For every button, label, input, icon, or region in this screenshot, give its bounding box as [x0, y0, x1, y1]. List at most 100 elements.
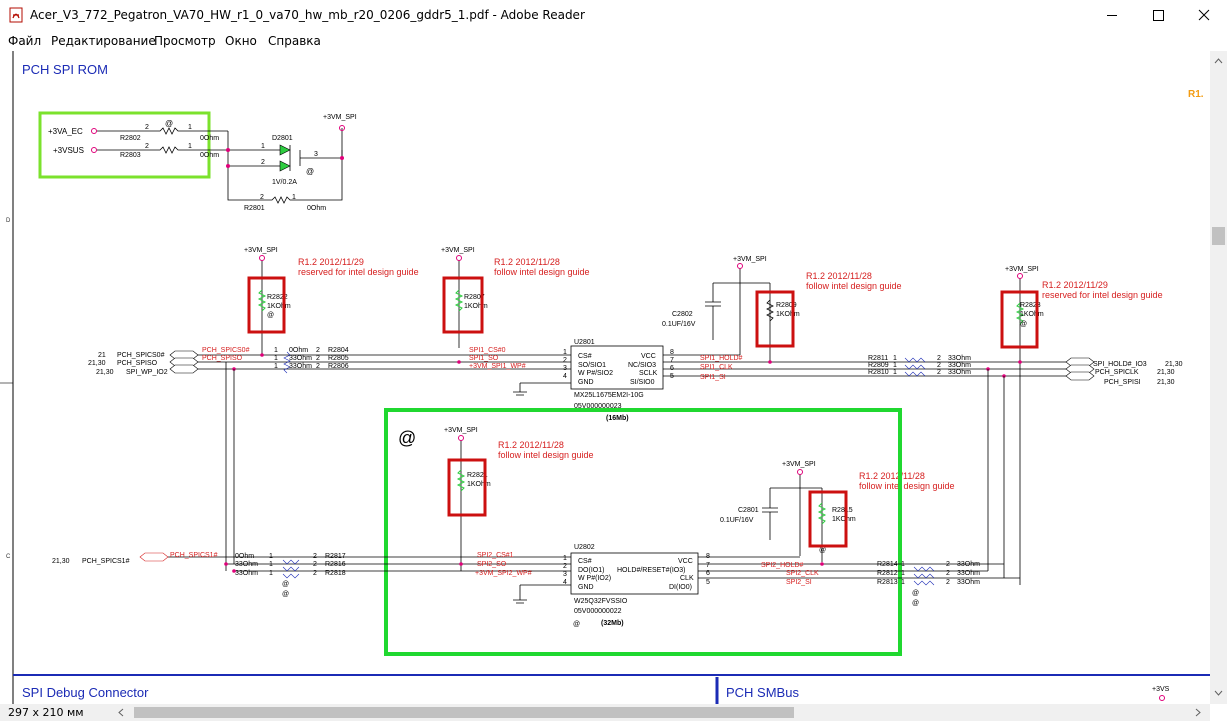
- value-label: 1V/0.2A: [272, 179, 297, 186]
- scroll-up-icon: [1214, 58, 1223, 64]
- pin-label: NC/SIO3: [628, 362, 656, 369]
- net-label: SPI1_SI: [700, 374, 726, 381]
- value-label: 0.1UF/16V: [662, 321, 696, 328]
- svg-text:8: 8: [706, 553, 710, 560]
- at-marker: @: [819, 547, 826, 554]
- highlight-box: [38, 111, 211, 179]
- menu-file[interactable]: Файл: [8, 34, 42, 48]
- rev-note: R1.2 2012/11/28: [498, 440, 564, 450]
- rev-note: follow intel design guide: [859, 481, 955, 491]
- vertical-scrollbar[interactable]: [1210, 51, 1227, 704]
- rev-note: R1.2 2012/11/29: [298, 257, 364, 267]
- value-label: 33Ohm: [957, 561, 980, 568]
- net-label: SPI1_CS#0: [469, 347, 506, 354]
- svg-text:1: 1: [893, 369, 897, 376]
- net-label: PCH_SPISO: [117, 360, 158, 367]
- net-label: SPI1_HOLD#: [700, 355, 743, 362]
- at-marker: @: [165, 119, 173, 128]
- svg-text:1: 1: [893, 355, 897, 362]
- part-label: W25Q32FVSSIO: [574, 598, 628, 605]
- ref-label: R2813: [877, 579, 898, 586]
- part-label: (32Mb): [601, 620, 624, 627]
- minimize-button[interactable]: [1089, 0, 1135, 31]
- ref-label: U2801: [574, 339, 595, 346]
- svg-text:8: 8: [670, 349, 674, 356]
- svg-text:2: 2: [937, 362, 941, 369]
- net-label: PCH_SPICS1#: [82, 558, 130, 565]
- svg-text:C: C: [6, 554, 11, 560]
- status-bar: 297 x 210 мм: [0, 704, 108, 721]
- rev-note: R1.2 2012/11/28: [494, 257, 560, 267]
- page-ref: 21: [98, 352, 106, 359]
- pin-label: DO(IO1): [578, 567, 604, 574]
- scroll-thumb: [1212, 227, 1225, 245]
- menu-view[interactable]: Просмотр: [154, 34, 216, 48]
- smbus-section-title: PCH SMBus: [726, 685, 799, 700]
- net-label: +3VS: [1152, 686, 1170, 693]
- net-label: SPI2_SO: [477, 561, 507, 568]
- part-label: 05V000000022: [574, 608, 622, 615]
- value-label: 33Ohm: [957, 579, 980, 586]
- value-label: 1KOhm: [464, 303, 488, 310]
- svg-text:1: 1: [292, 194, 296, 201]
- svg-text:7: 7: [670, 357, 674, 364]
- net-label: SPI_HOLD#_IO3: [1093, 361, 1147, 368]
- value-label: 33Ohm: [235, 570, 258, 577]
- net-label: SPI2_CS#1: [477, 552, 514, 559]
- scroll-down-icon: [1214, 690, 1223, 696]
- value-label: 33Ohm: [957, 570, 980, 577]
- at-marker: @: [1020, 321, 1027, 328]
- svg-text:1: 1: [274, 363, 278, 370]
- svg-text:2: 2: [261, 159, 265, 166]
- net-label: PCH_SPISI: [1104, 379, 1141, 386]
- rev-note: follow intel design guide: [806, 281, 902, 291]
- svg-text:1: 1: [269, 561, 273, 568]
- menu-window[interactable]: Окно: [225, 34, 257, 48]
- rev-note: R1.2 2012/11/29: [1042, 280, 1108, 290]
- value-label: 0Ohm: [200, 152, 219, 159]
- ref-label: R2811: [868, 355, 888, 362]
- svg-text:2: 2: [145, 143, 149, 150]
- value-label: 1KOhm: [467, 481, 491, 488]
- value-label: 1KOhm: [832, 516, 856, 523]
- value-label: 0Ohm: [235, 553, 254, 560]
- maximize-icon: [1153, 10, 1164, 21]
- svg-text:2: 2: [313, 570, 317, 577]
- part-label: 05V000000023: [574, 403, 622, 410]
- menu-edit[interactable]: Редактирование: [51, 34, 156, 48]
- hscroll-thumb: [134, 707, 794, 718]
- page-ref: 21,30: [1165, 361, 1183, 368]
- menu-help[interactable]: Справка: [268, 34, 321, 48]
- svg-text:3: 3: [563, 365, 567, 372]
- horizontal-scrollbar[interactable]: [107, 704, 1210, 721]
- document-view[interactable]: D C PCH SPI ROM R1. +3VA_EC +3VSUS 2 1 2…: [0, 51, 1210, 704]
- svg-text:D: D: [6, 218, 11, 224]
- svg-text:2: 2: [563, 357, 567, 364]
- pin-label: VCC: [678, 558, 693, 565]
- ref-label: R2806: [328, 363, 349, 370]
- svg-text:1: 1: [188, 143, 192, 150]
- value-label: 33Ohm: [948, 369, 971, 376]
- net-label: +3VM_SPI: [1005, 266, 1039, 273]
- svg-text:1: 1: [269, 553, 273, 560]
- close-button[interactable]: [1181, 0, 1227, 31]
- pin-label: CS#: [578, 353, 592, 360]
- ref-label: R2815: [832, 507, 853, 514]
- menu-bar: Файл Редактирование Просмотр Окно Справк…: [0, 31, 1227, 52]
- value-label: 33Ohm: [948, 355, 971, 362]
- ref-label: R2803: [120, 152, 141, 159]
- svg-text:2: 2: [563, 563, 567, 570]
- svg-text:2: 2: [946, 579, 950, 586]
- at-marker: @: [267, 312, 274, 319]
- ref-label: C2801: [738, 507, 759, 514]
- ref-label: R2817: [325, 553, 346, 560]
- svg-text:4: 4: [563, 579, 567, 586]
- maximize-button[interactable]: [1135, 0, 1181, 31]
- svg-text:2: 2: [260, 194, 264, 201]
- svg-text:4: 4: [563, 373, 567, 380]
- net-label: SPI1_CLK: [700, 364, 733, 371]
- net-label: +3VA_EC: [48, 127, 83, 136]
- pin-label: SCLK: [639, 370, 658, 377]
- net-label: +3VSUS: [53, 146, 84, 155]
- svg-text:2: 2: [937, 355, 941, 362]
